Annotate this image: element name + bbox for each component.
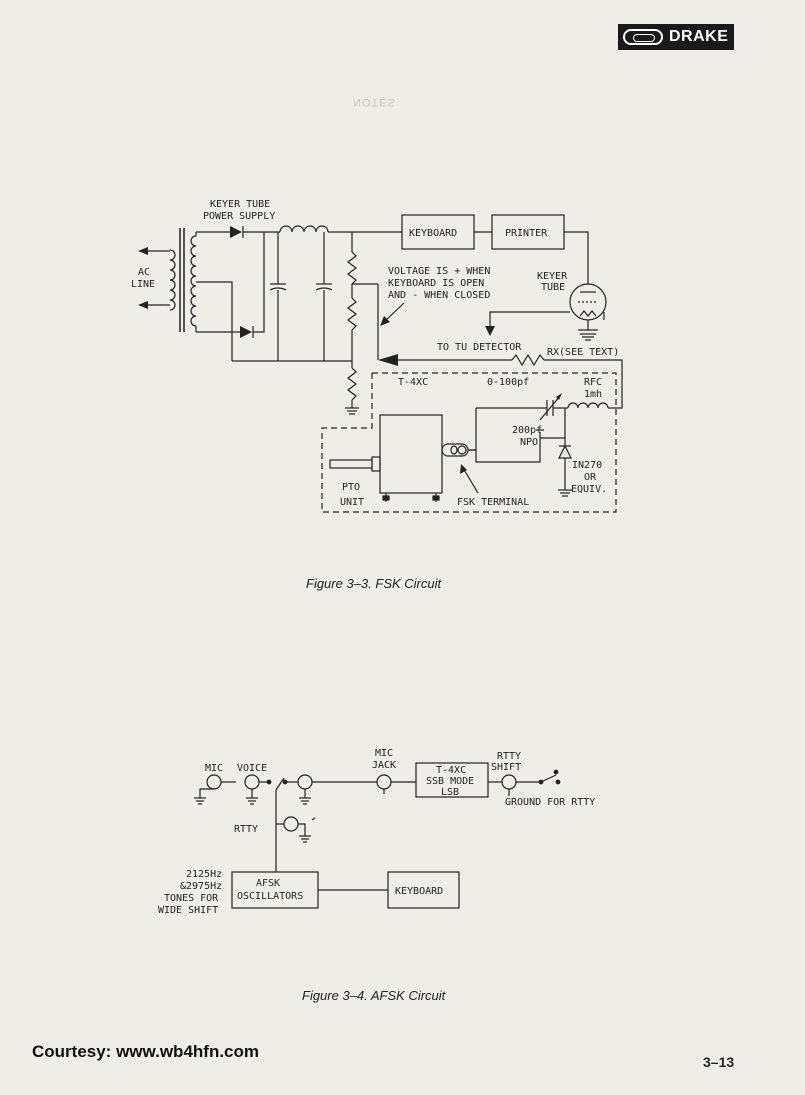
choke-icon (279, 225, 329, 233)
courtesy-text: Courtesy: www.wb4hfn.com (32, 1042, 260, 1061)
keyer-tube-icon (569, 283, 607, 331)
mode-switch-icon (266, 777, 288, 872)
afsk-caption: Figure 3–4. AFSK Circuit (302, 988, 446, 1003)
keyboard-label: KEYBOARD (409, 228, 457, 239)
rx-label: RX(SEE TEXT) (547, 347, 619, 358)
t4xc-label: T-4XC (398, 377, 428, 388)
diode-equiv: EQUIV. (571, 484, 607, 495)
rtty-shift-label-1: RTTY (497, 751, 521, 762)
voltage-note-2: KEYBOARD IS OPEN (388, 278, 484, 289)
voice-jack-icon (244, 774, 268, 805)
pto-shaft-icon (329, 459, 373, 469)
tones-label-2: &2975Hz (180, 881, 222, 892)
ground-icon (345, 407, 359, 415)
tones-label-4: WIDE SHIFT (158, 905, 218, 916)
afsk-circuit: MIC VOICE MIC JACK RTTY SHIFT (158, 748, 595, 916)
mic-jack-label-1: MIC (375, 748, 393, 759)
mic-label: MIC (205, 763, 223, 774)
logo-text: DRAKE (669, 28, 729, 45)
filter-capacitors-icon (269, 232, 333, 361)
npo-cap-value: 200pf (512, 425, 542, 436)
ac-line-arrows-icon (138, 247, 162, 309)
drake-logo: DRAKE (618, 24, 734, 50)
supply-label-1: KEYER TUBE (210, 199, 270, 210)
oscillators-label-1: AFSK (256, 878, 280, 889)
mic-jack-label-2: JACK (372, 760, 396, 771)
fsk-circuit: KEYER TUBE POWER SUPPLY AC LINE (131, 199, 623, 513)
rfc-coil-icon (567, 402, 609, 409)
rectifier-diode-top-icon (230, 226, 244, 238)
detector-diode-icon (558, 438, 572, 497)
afsk-keyboard-label: KEYBOARD (395, 886, 443, 897)
afsk-keyboard-block (387, 871, 460, 909)
npo-cap-type: NPO (520, 437, 538, 448)
rtty-jack-icon (276, 816, 316, 843)
transmitter-jack-icon (376, 774, 416, 794)
pto-label: PTO (342, 482, 360, 493)
transformer-icon (162, 228, 197, 332)
fsk-caption: Figure 3–3. FSK Circuit (306, 576, 442, 591)
rtty-label: RTTY (234, 824, 258, 835)
pto-coupler-icon (371, 456, 381, 472)
voice-label: VOICE (237, 763, 267, 774)
tones-label-3: TONES FOR (164, 893, 219, 904)
page-number: 3–13 (703, 1054, 735, 1070)
rfc-label: RFC (584, 377, 602, 388)
npo-capacitor-icon (475, 429, 544, 463)
tu-detector-label: TO TU DETECTOR (437, 342, 522, 353)
logo-badge-icon (623, 29, 663, 45)
unit-label: UNIT (340, 497, 364, 508)
printer-label: PRINTER (505, 228, 548, 239)
transmitter-block (415, 762, 489, 798)
ground-for-rtty-label: GROUND FOR RTTY (505, 797, 595, 808)
fsk-terminal-icon (441, 443, 469, 457)
voltage-note-3: AND - WHEN CLOSED (388, 290, 490, 301)
tube-ground-icon (580, 333, 596, 341)
switch-output-jack-icon (287, 774, 377, 805)
variable-cap-label: 0-100pf (487, 377, 529, 388)
pto-unit-box (379, 414, 443, 494)
transmitter-model: T-4XC (436, 765, 466, 776)
rtty-shift-label-2: SHIFT (491, 762, 521, 773)
rectifier-diode-bottom-icon (240, 326, 254, 338)
supply-label-2: POWER SUPPLY (203, 211, 275, 222)
transmitter-mode: SSB MODE (426, 776, 474, 787)
ac-label: AC (138, 267, 150, 278)
tones-label-1: 2125Hz (186, 869, 222, 880)
tube-label: TUBE (541, 282, 565, 293)
oscillators-label-2: OSCILLATORS (237, 891, 303, 902)
rx-resistor-icon (511, 353, 545, 367)
voltage-note-1: VOLTAGE IS + WHEN (388, 266, 490, 277)
diode-label: IN270 (572, 460, 602, 471)
rfc-value: 1mh (584, 389, 602, 400)
divider-resistors-icon (347, 232, 357, 408)
mic-jack-icon (194, 774, 236, 805)
fsk-terminal-label: FSK TERMINAL (457, 497, 529, 508)
line-label: LINE (131, 279, 155, 290)
variable-capacitor-icon (476, 393, 568, 421)
rtty-shift-jack-icon (488, 769, 561, 790)
transmitter-sideband: LSB (441, 787, 459, 798)
diode-or: OR (584, 472, 597, 483)
keyer-label: KEYER (537, 271, 568, 282)
